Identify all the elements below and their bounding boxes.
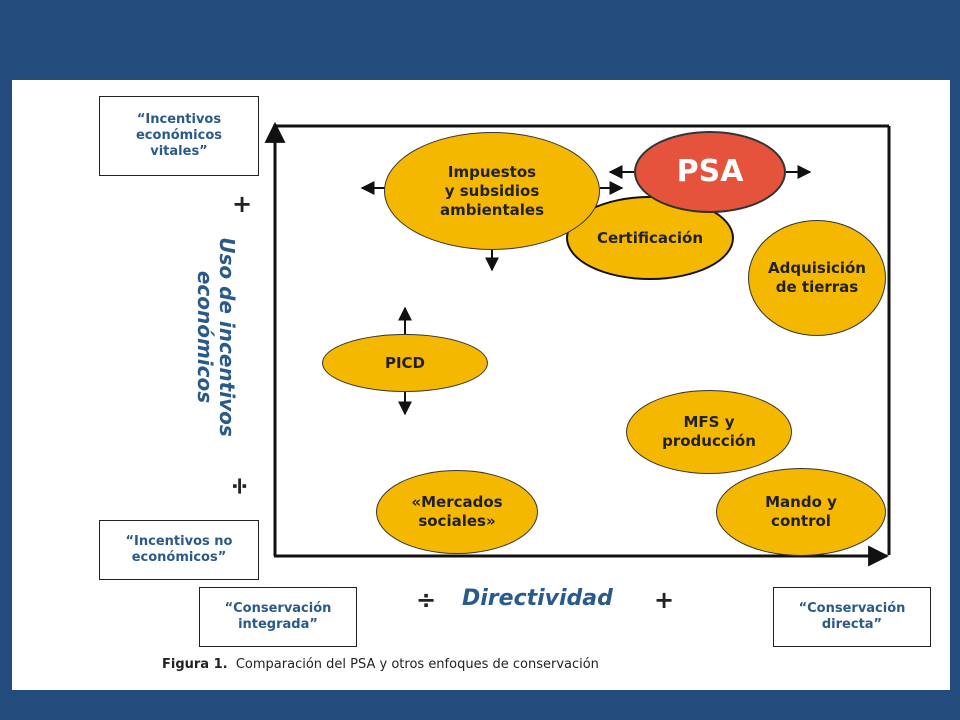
node-mercados: «Mercados sociales» (376, 470, 538, 554)
box-conservacion-integrada: “Conservación integrada” (199, 587, 357, 647)
x-axis-plus: + (654, 586, 675, 614)
caption-prefix: Figura 1. (162, 657, 228, 672)
node-mfs: MFS y producción (626, 390, 792, 474)
box-incentivos-vitales: “Incentivos económicos vitales” (99, 96, 259, 176)
figure-caption: Figura 1. Comparación del PSA y otros en… (162, 656, 599, 674)
x-axis-minus: ÷ (416, 586, 437, 614)
node-mando: Mando y control (716, 468, 886, 556)
y-axis-label: Uso de incentivos económicos (193, 237, 239, 437)
box-conservacion-directa: “Conservación directa” (773, 587, 931, 647)
y-axis-plus: + (232, 190, 253, 218)
node-psa: PSA (634, 131, 786, 213)
caption-text: Comparación del PSA y otros enfoques de … (235, 657, 599, 672)
node-impuestos: Impuestos y subsidios ambientales (384, 132, 600, 250)
y-axis-minus: ÷ (226, 475, 255, 497)
node-picd: PICD (322, 334, 488, 392)
x-axis-label: Directividad (462, 586, 613, 611)
box-incentivos-no-economicos: “Incentivos no económicos” (99, 520, 259, 580)
node-adquisicion: Adquisición de tierras (748, 220, 886, 336)
